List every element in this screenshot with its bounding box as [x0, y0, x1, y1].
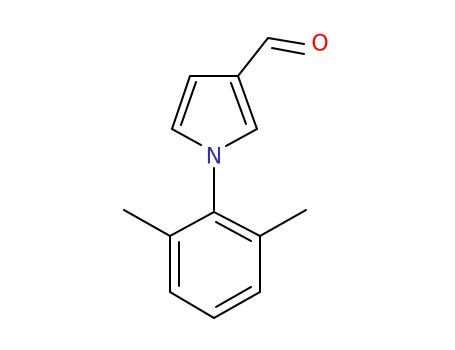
- pyrrole-ring: [171, 75, 258, 147]
- methyl-right: [259, 209, 307, 237]
- bond-c5-n: [225, 128, 258, 147]
- bond-b3-b4-double: [215, 286, 252, 308]
- bond-c2-c3: [171, 75, 191, 130]
- bond-b3-b4: [213, 291, 261, 319]
- bond-b4-b5: [169, 291, 215, 319]
- bond-n-c2: [171, 128, 202, 146]
- oxygen-atom-label: O: [311, 32, 328, 57]
- bond-b6-b1: [169, 211, 215, 237]
- bond-b1-b2: [213, 211, 261, 237]
- nitrogen-atom-label: N: [206, 145, 222, 170]
- bond-c4-c5: [237, 75, 258, 130]
- bond-b1-b2-double: [215, 221, 252, 242]
- bond-c4-c5-double: [230, 82, 247, 125]
- aldehyde-group: [237, 37, 305, 77]
- bond-c2-c3-double: [180, 81, 197, 126]
- methyl-left: [123, 209, 171, 237]
- benzene-ring: [169, 211, 261, 319]
- bond-c-o: [267, 37, 305, 45]
- bond-c4-cho: [237, 37, 269, 77]
- bond-c-o-double: [271, 47, 305, 55]
